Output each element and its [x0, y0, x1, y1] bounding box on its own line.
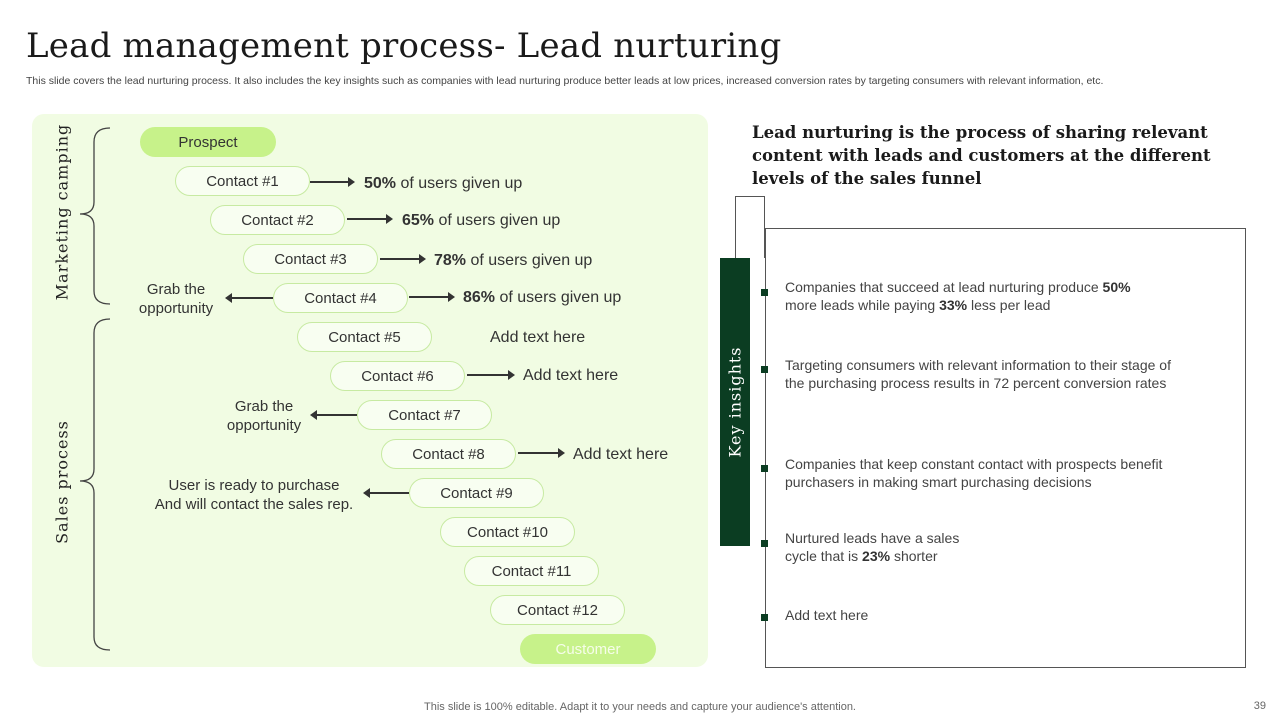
contact-pill-10: Contact #10 — [440, 517, 575, 547]
customer-pill: Customer — [520, 634, 656, 664]
insights-box — [765, 228, 1246, 668]
arrow-right-3 — [380, 254, 426, 264]
key-insights-bar — [720, 258, 750, 546]
stat-1: 50% of users given up — [364, 175, 523, 192]
arrow-right-4 — [409, 292, 455, 302]
marketing-bracket — [79, 127, 111, 305]
marketing-camping-label: Marketing camping — [52, 123, 72, 301]
stat-4: 86% of users given up — [463, 289, 622, 306]
contact-pill-6: Contact #6 — [330, 361, 465, 391]
contact-pill-1: Contact #1 — [175, 166, 310, 196]
bullet-5 — [761, 614, 768, 621]
stat-2: 65% of users given up — [402, 212, 561, 229]
insight-4: Nurtured leads have a sales cycle that i… — [785, 530, 960, 564]
page-number: 39 — [1253, 700, 1266, 712]
add-text-5: Add text here — [490, 329, 586, 346]
arrow-right-8 — [518, 448, 565, 458]
footer-text: This slide is 100% editable. Adapt it to… — [424, 701, 856, 713]
slide-subtitle: This slide covers the lead nurturing pro… — [26, 75, 1104, 87]
arrow-left-4 — [225, 293, 273, 303]
sales-bracket — [79, 318, 111, 651]
sales-process-label: Sales process — [52, 420, 72, 544]
contact-pill-5: Contact #5 — [297, 322, 432, 352]
bullet-4 — [761, 540, 768, 547]
contact-pill-12: Contact #12 — [490, 595, 625, 625]
contact-pill-7: Contact #7 — [357, 400, 492, 430]
arrow-left-7 — [310, 410, 357, 420]
arrow-right-1 — [310, 177, 355, 187]
arrow-right-6 — [467, 370, 515, 380]
bullet-1 — [761, 289, 768, 296]
arrow-left-9 — [363, 488, 409, 498]
contact-pill-4: Contact #4 — [273, 283, 408, 313]
key-insights-label: Key insights — [725, 346, 745, 458]
contact-pill-8: Contact #8 — [381, 439, 516, 469]
prospect-pill: Prospect — [140, 127, 276, 157]
contact-pill-9: Contact #9 — [409, 478, 544, 508]
add-text-8: Add text here — [573, 446, 669, 463]
definition-heading: Lead nurturing is the process of sharing… — [752, 123, 1211, 188]
connector-line — [735, 196, 765, 258]
insight-1: Companies that succeed at lead nurturing… — [785, 279, 1131, 313]
insight-3: Companies that keep constant contact wit… — [785, 456, 1163, 490]
contact-pill-2: Contact #2 — [210, 205, 345, 235]
arrow-right-2 — [347, 214, 393, 224]
add-text-6: Add text here — [523, 367, 619, 384]
insight-5: Add text here — [785, 607, 869, 623]
stat-3: 78% of users given up — [434, 252, 593, 269]
slide-title: Lead management process- Lead nurturing — [26, 26, 782, 66]
bullet-3 — [761, 465, 768, 472]
contact-pill-3: Contact #3 — [243, 244, 378, 274]
insight-2: Targeting consumers with relevant inform… — [785, 357, 1171, 391]
contact-pill-11: Contact #11 — [464, 556, 599, 586]
bullet-2 — [761, 366, 768, 373]
